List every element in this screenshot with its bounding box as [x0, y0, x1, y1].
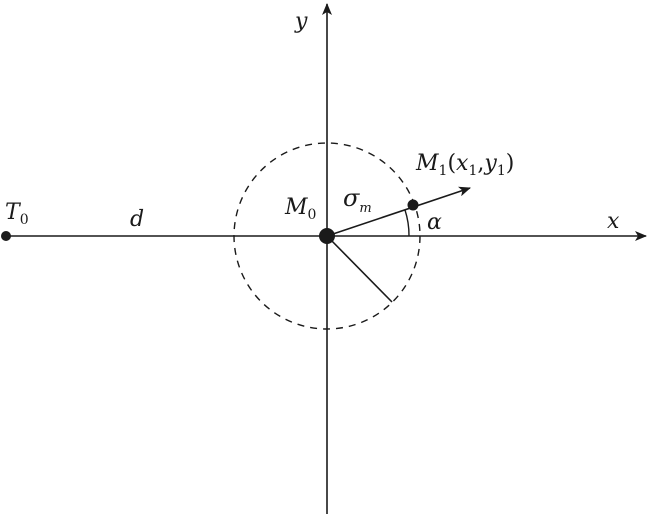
m1-open-paren: ( [447, 151, 456, 176]
d-label: d [130, 207, 144, 232]
m0-label-sub: 0 [308, 207, 317, 223]
m0-label: M0 [284, 195, 316, 223]
m1-label: M1(x1,y1) [415, 151, 514, 179]
m1-close-paren: ) [506, 151, 515, 176]
t0-label: T0 [5, 200, 29, 228]
m1-label-main: M [415, 151, 439, 176]
point-t0 [1, 231, 11, 241]
t0-label-sub: 0 [20, 212, 29, 228]
m1-y: y [483, 151, 497, 176]
point-m1 [407, 199, 419, 211]
dashed-circle [233, 142, 421, 330]
m1-y-sub: 1 [497, 163, 506, 179]
m1-vector-arrow [326, 186, 471, 237]
radius-line [326, 235, 393, 303]
m1-comma: , [477, 151, 484, 176]
x-axis-label: x [607, 209, 620, 234]
m1-label-sub: 1 [439, 163, 448, 179]
point-m0 [319, 228, 335, 244]
y-axis-label: y [294, 9, 308, 34]
sigma-m-label: σm [343, 184, 372, 216]
alpha-arc [404, 209, 410, 237]
m0-label-main: M [284, 195, 308, 220]
m1-x-sub: 1 [468, 163, 477, 179]
sigma-sub: m [359, 201, 371, 216]
m1-x: x [456, 151, 469, 176]
alpha-label: α [427, 210, 442, 235]
sigma-main: σ [343, 184, 360, 212]
t0-label-main: T [5, 200, 22, 225]
